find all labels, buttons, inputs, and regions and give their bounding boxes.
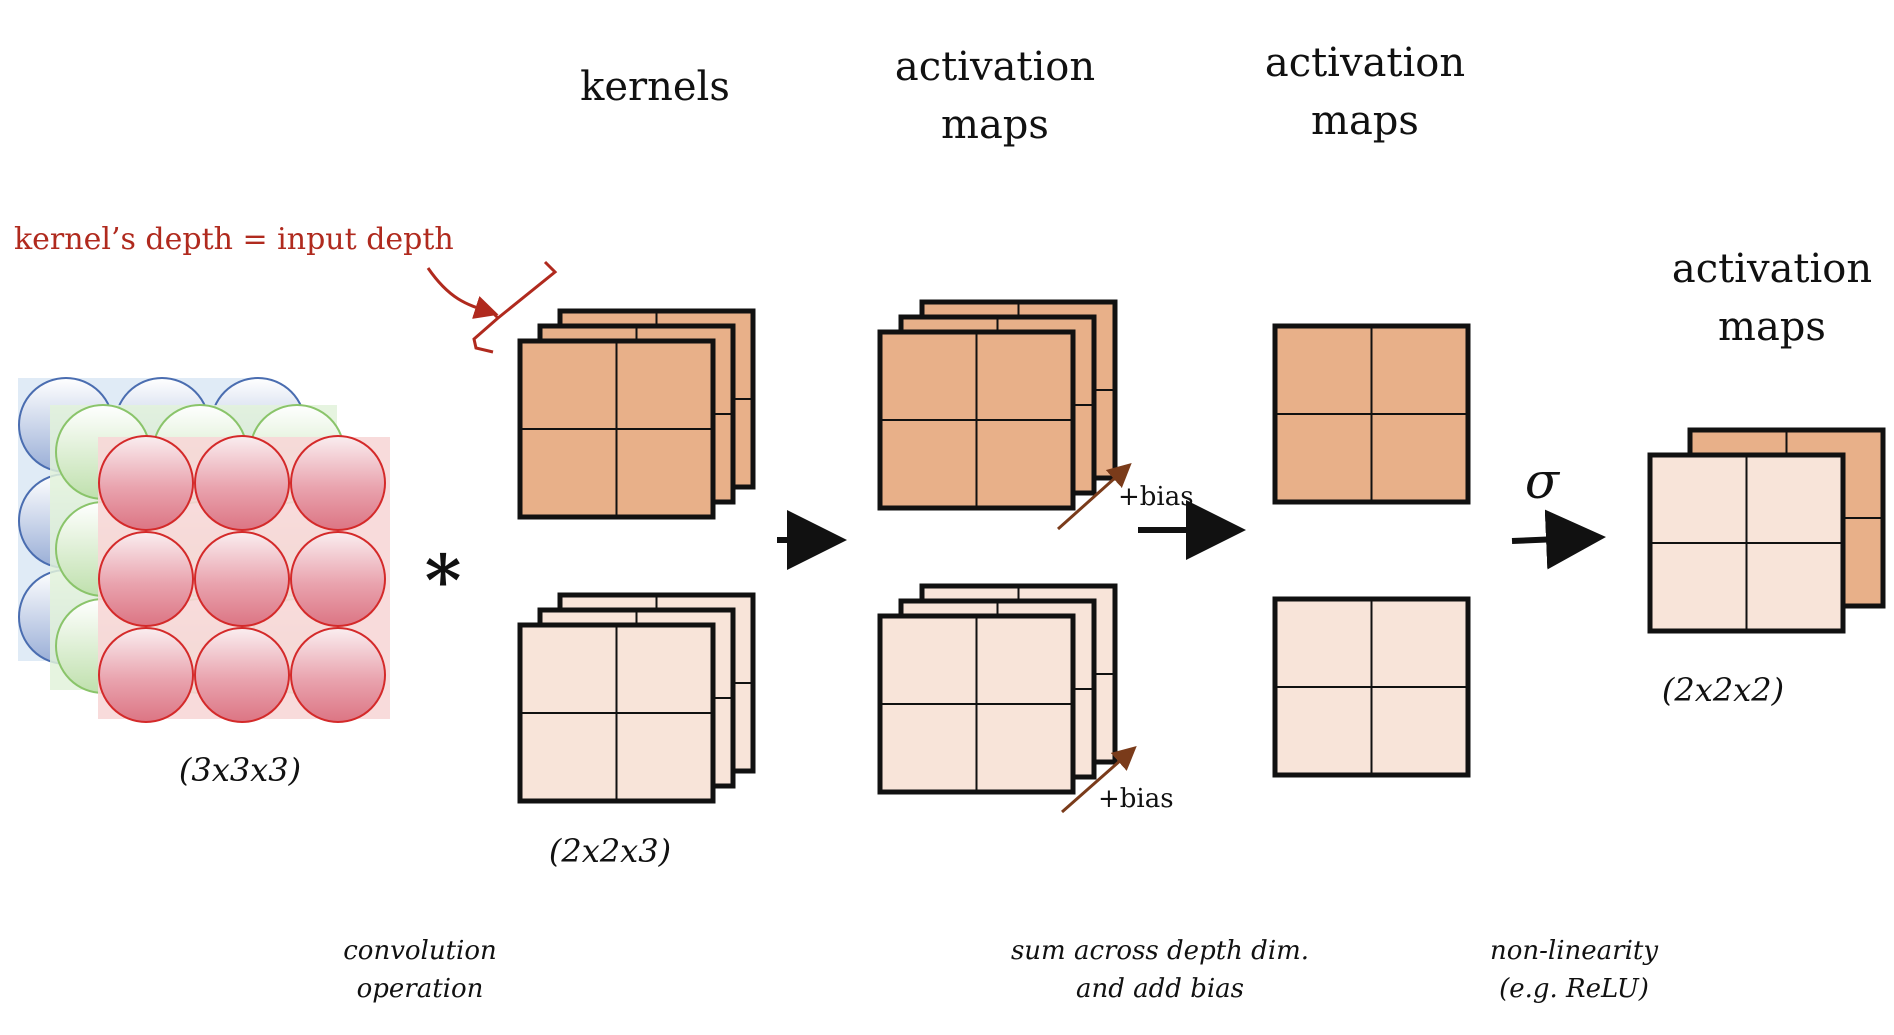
output-map-front (1647, 452, 1846, 634)
summed-activation-peach (1272, 596, 1471, 778)
caption-convolution-line2: operation (357, 974, 484, 1004)
caption-sum-line1: sum across depth dim. (1011, 936, 1309, 966)
input-sphere-red (290, 435, 386, 531)
summed-activation-orange (1272, 323, 1471, 505)
input-sphere-red (194, 531, 290, 627)
output-dimension-label: (2x2x2) (1662, 671, 1784, 709)
kernel-stack-peach (517, 592, 756, 804)
activation-stack-peach (877, 583, 1118, 795)
kernel-stack-peach-layer-1 (517, 622, 716, 804)
card-stacks (517, 299, 1886, 804)
input-dimension-label: (3x3x3) (179, 751, 301, 789)
activation-maps-3-header-line2: maps (1718, 304, 1826, 350)
input-sphere-red (98, 531, 194, 627)
bias-label-bottom: +bias (1098, 784, 1174, 814)
input-sphere-red (98, 627, 194, 723)
curved-arrow-icon (426, 267, 499, 319)
input-sphere-red (290, 531, 386, 627)
input-volume (18, 377, 390, 723)
diagonal-arrow-icon (1061, 746, 1137, 814)
kernel-stack-orange (517, 308, 756, 520)
input-sphere-red (290, 627, 386, 723)
input-sphere-red (194, 627, 290, 723)
activation-maps-1-header-line2: maps (941, 102, 1049, 148)
convolution-operator-icon: * (425, 539, 462, 622)
sigma-symbol: σ (1525, 452, 1561, 510)
kernels-header: kernels (580, 64, 730, 110)
activation-stack-orange-layer-1 (877, 329, 1076, 511)
activation-maps-2-header-line2: maps (1311, 98, 1419, 144)
bracket-icon (472, 260, 558, 354)
kernel-dimension-label: (2x2x3) (549, 832, 671, 870)
bias-label-top: +bias (1118, 482, 1194, 512)
activation-maps-1-header-line1: activation (895, 44, 1095, 90)
red-slice-circles (98, 435, 386, 723)
activation-stack-orange (877, 299, 1118, 511)
caption-nonlinearity-line2: (e.g. ReLU) (1499, 974, 1649, 1004)
activation-stack-peach-layer-1 (877, 613, 1076, 795)
depth-annotation: kernel’s depth = input depth (14, 222, 454, 257)
caption-nonlinearity-line1: non-linearity (1490, 936, 1658, 966)
caption-sum-line2: and add bias (1076, 974, 1244, 1004)
activation-maps-2-header-line1: activation (1265, 40, 1465, 86)
arrow-right-icon (1511, 509, 1606, 570)
input-sphere-red (194, 435, 290, 531)
diagonal-arrow-icon (1056, 462, 1132, 531)
caption-convolution-line1: convolution (343, 936, 497, 966)
activation-maps-3-header-line1: activation (1672, 246, 1872, 292)
kernel-stack-orange-layer-1 (517, 338, 716, 520)
input-sphere-red (98, 435, 194, 531)
